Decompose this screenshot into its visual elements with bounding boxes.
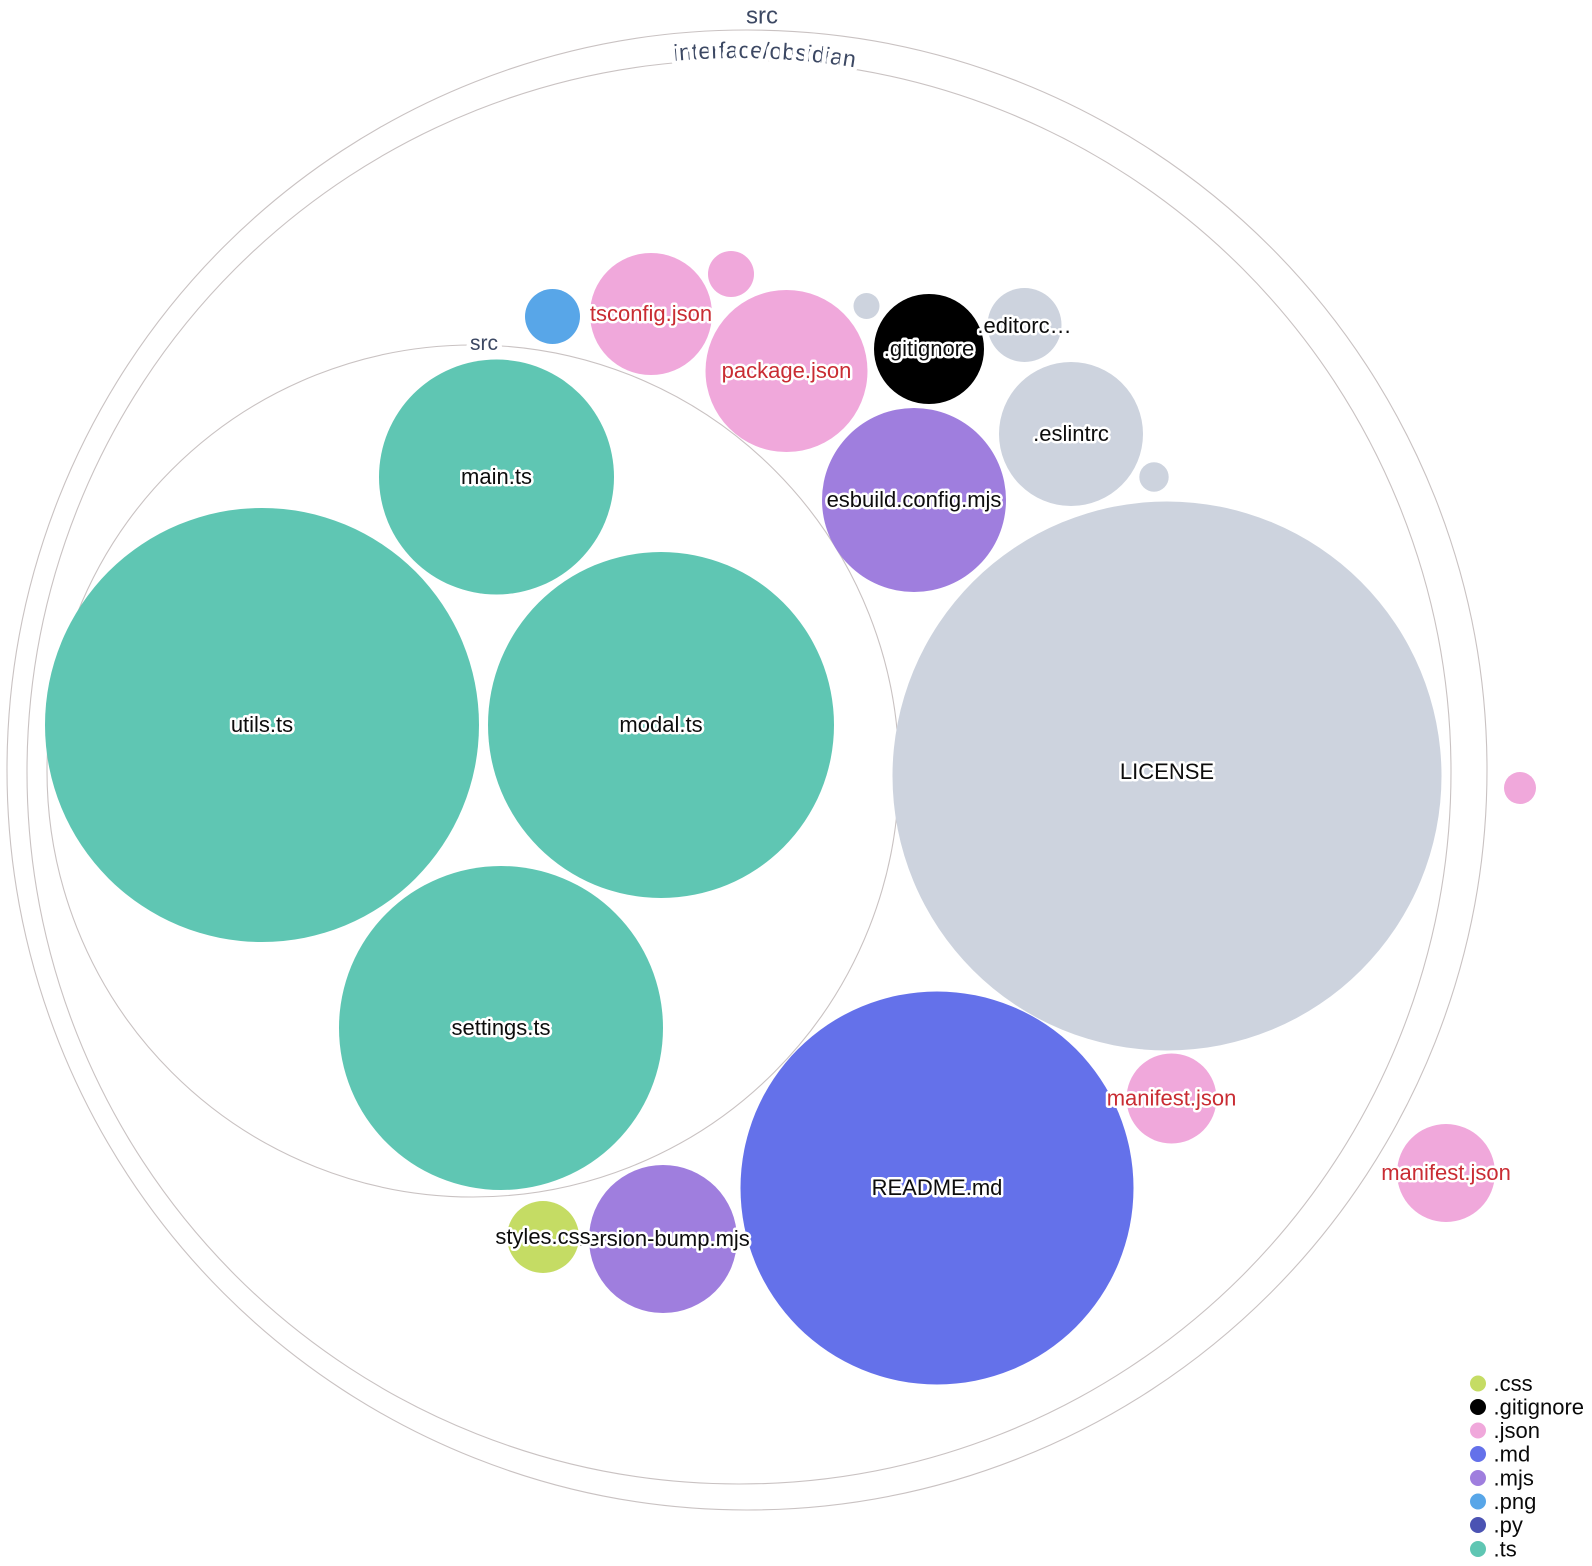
svg-text:.mjs: .mjs — [1494, 1466, 1534, 1491]
svg-text:.py: .py — [1494, 1513, 1523, 1538]
svg-text:styles.css: styles.css — [495, 1224, 590, 1249]
svg-text:modal.ts: modal.ts — [619, 712, 702, 737]
svg-text:manifest.json: manifest.json — [1381, 1160, 1511, 1185]
svg-text:.css: .css — [1494, 1371, 1533, 1396]
svg-text:.editorc…: .editorc… — [977, 313, 1071, 338]
svg-text:.json: .json — [1494, 1418, 1540, 1443]
svg-text:manifest.json: manifest.json — [1107, 1086, 1237, 1111]
svg-text:main.ts: main.ts — [461, 464, 532, 489]
svg-text:.eslintrc: .eslintrc — [1033, 421, 1109, 446]
svg-text:.gitignore: .gitignore — [884, 336, 975, 361]
svg-text:.md: .md — [1494, 1442, 1531, 1467]
svg-text:.png: .png — [1494, 1489, 1537, 1514]
svg-text:utils.ts: utils.ts — [231, 712, 293, 737]
svg-text:README.md: README.md — [872, 1175, 1003, 1200]
svg-text:settings.ts: settings.ts — [451, 1015, 550, 1040]
svg-text:.gitignore: .gitignore — [1494, 1395, 1585, 1420]
svg-text:version-bump.mjs: version-bump.mjs — [576, 1226, 750, 1251]
svg-text:package.json: package.json — [722, 358, 852, 383]
svg-text:esbuild.config.mjs: esbuild.config.mjs — [827, 487, 1002, 512]
svg-text:src: src — [470, 332, 498, 355]
svg-text:.ts: .ts — [1494, 1537, 1517, 1562]
svg-text:LICENSE: LICENSE — [1120, 759, 1214, 784]
svg-text:tsconfig.json: tsconfig.json — [590, 301, 712, 326]
svg-text:src: src — [746, 3, 778, 30]
